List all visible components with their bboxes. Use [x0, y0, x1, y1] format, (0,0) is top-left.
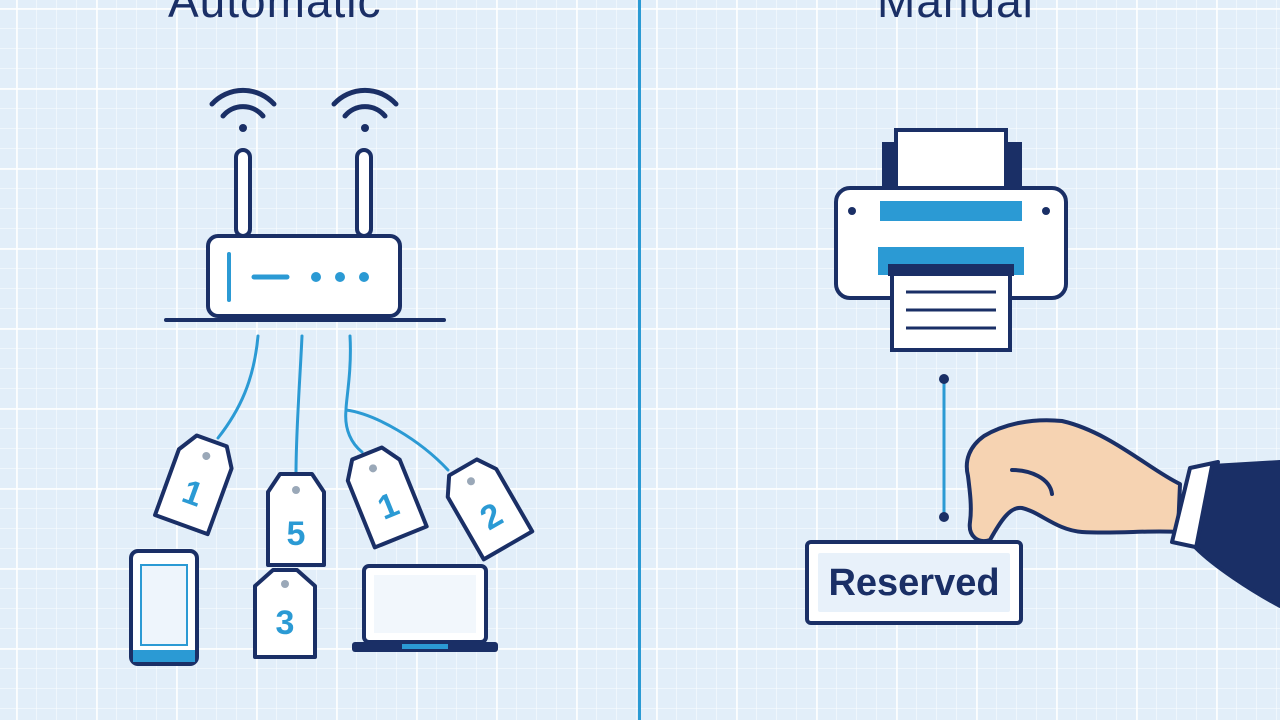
wifi-icon: [331, 87, 399, 132]
ip-tag: 2: [445, 457, 535, 562]
wifi-icon: [209, 87, 277, 132]
automatic-diagram: 1 5 1 2 3: [129, 87, 535, 666]
manual-heading: Manual: [877, 0, 1034, 27]
tag-number: 5: [287, 515, 306, 553]
connection-lines: [216, 334, 450, 476]
panel-divider: [638, 0, 641, 720]
printer-icon: [834, 128, 1068, 352]
automatic-heading: Automatic: [168, 0, 382, 27]
ip-tag: 1: [153, 433, 234, 537]
manual-diagram: Reserved: [805, 128, 1280, 625]
ip-tag: 5: [266, 472, 326, 567]
reserved-text: Reserved: [828, 562, 999, 604]
tag-number: 3: [276, 604, 295, 642]
manual-panel: Manual Reserved: [641, 0, 1280, 720]
router-icon: [164, 148, 446, 322]
connector-line: [939, 374, 949, 522]
ip-tag: 1: [345, 445, 429, 550]
phone-icon: [129, 549, 199, 666]
laptop-icon: [352, 564, 498, 652]
reserved-label: Reserved: [805, 540, 1023, 625]
ip-tag: 3: [253, 568, 317, 659]
automatic-panel: Automatic: [0, 0, 638, 720]
